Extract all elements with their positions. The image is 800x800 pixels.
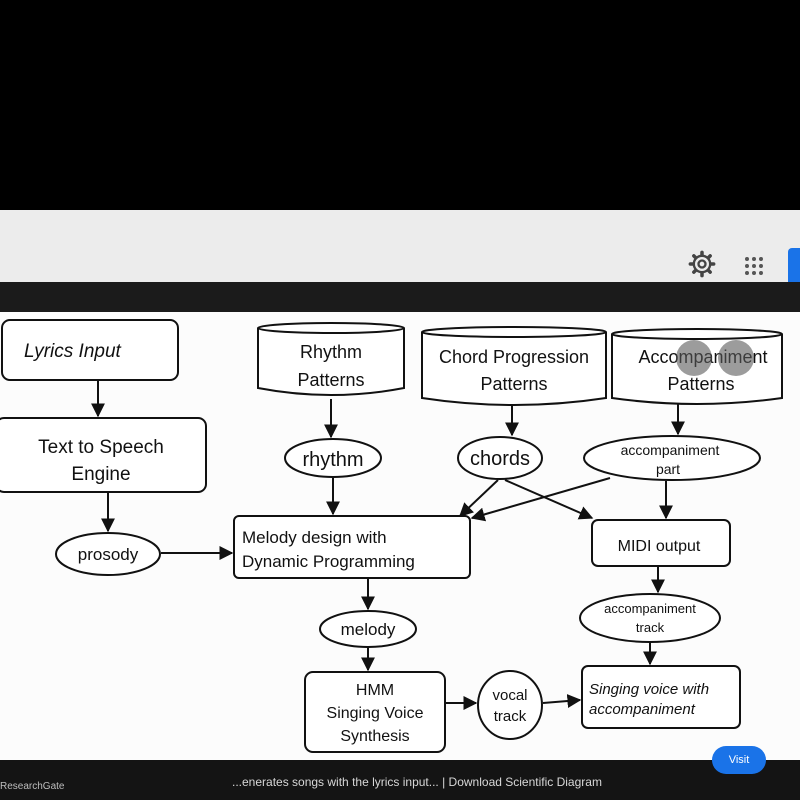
lyrics-input-label: Lyrics Input (24, 341, 122, 362)
rhythm-patterns-label-2: Patterns (297, 370, 364, 390)
chords-label: chords (470, 448, 530, 470)
rhythm-patterns-label-1: Rhythm (300, 342, 362, 362)
tts-engine-box (0, 417, 207, 493)
flow-diagram: Lyrics Input Rhythm Patterns Chord Progr… (0, 319, 783, 753)
melody-design-box (233, 515, 471, 579)
prosody-oval (55, 532, 161, 576)
chord-patterns-db (421, 332, 607, 406)
vocal-track-label-2: track (494, 708, 527, 725)
hmm-label-1: HMM (356, 682, 394, 699)
grid-apps-icon[interactable] (744, 256, 764, 276)
singing-voice-box (581, 665, 741, 729)
melody-design-label-2: Dynamic Programming (242, 552, 415, 571)
melody-label: melody (341, 620, 396, 639)
lens-icon[interactable] (676, 340, 712, 376)
accompaniment-patterns-label-2: Patterns (667, 374, 734, 394)
image-title-link[interactable]: ...enerates songs with the lyrics input.… (232, 775, 602, 789)
prosody-label: prosody (78, 545, 139, 564)
singing-voice-label-2: accompaniment (589, 701, 696, 718)
tts-label-2: Engine (71, 464, 130, 485)
diagram-image: Lyrics Input Rhythm Patterns Chord Progr… (0, 312, 800, 762)
hmm-box (304, 671, 446, 753)
rhythm-label: rhythm (302, 449, 363, 471)
share-icon[interactable] (718, 340, 754, 376)
rhythm-oval (284, 438, 382, 478)
midi-output-label: MIDI output (618, 538, 701, 555)
accompaniment-track-label-1: accompaniment (604, 601, 696, 616)
chords-oval (457, 436, 543, 480)
visit-button[interactable]: Visit (712, 746, 766, 774)
chord-patterns-label-1: Chord Progression (439, 347, 589, 367)
vocal-track-label-1: vocal (492, 687, 527, 704)
singing-voice-label-1: Singing voice with (589, 681, 709, 698)
lyrics-input-box (1, 319, 179, 381)
gear-icon[interactable] (688, 250, 716, 278)
rhythm-patterns-db (257, 328, 405, 396)
accompaniment-part-label-2: part (656, 461, 680, 477)
melody-design-label-1: Melody design with (242, 528, 387, 547)
tts-label-1: Text to Speech (38, 437, 164, 458)
accompaniment-track-oval (579, 593, 721, 643)
chord-patterns-label-2: Patterns (480, 374, 547, 394)
accompaniment-part-label-1: accompaniment (621, 442, 720, 458)
viewer-header-band (0, 282, 800, 312)
vocal-track-oval (477, 670, 543, 740)
hmm-label-3: Synthesis (340, 728, 409, 745)
accompaniment-track-label-2: track (636, 620, 665, 635)
midi-output-box (591, 519, 731, 567)
image-info-bar (0, 760, 800, 800)
source-label[interactable]: ResearchGate (0, 781, 65, 792)
hmm-label-2: Singing Voice (327, 705, 424, 722)
accompaniment-part-oval (583, 435, 761, 481)
account-button-edge[interactable] (788, 248, 800, 288)
melody-oval (319, 610, 417, 648)
